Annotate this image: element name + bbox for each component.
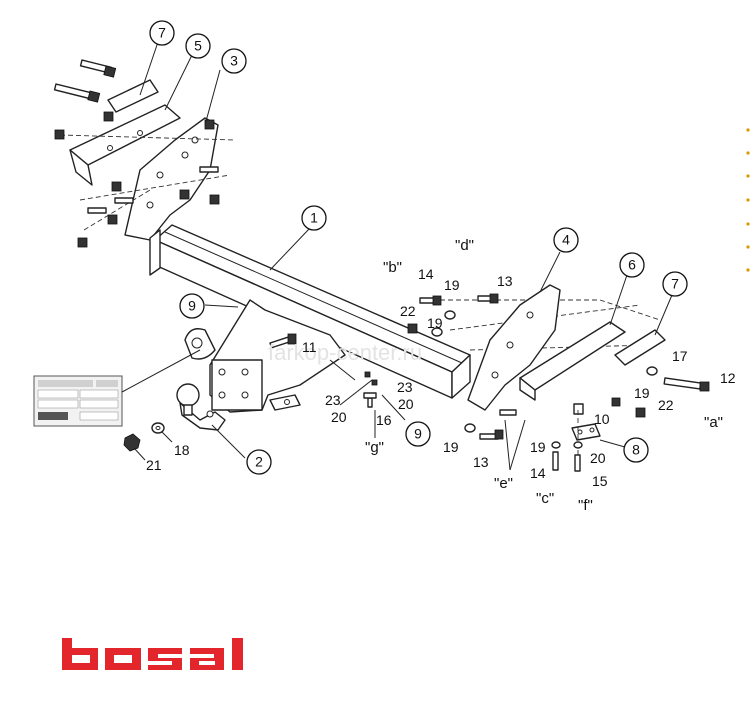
callout-7-left: 7 — [149, 20, 175, 46]
label-22: 22 — [658, 397, 674, 413]
callout-7-right: 7 — [662, 271, 688, 297]
bolt-icon — [87, 166, 219, 214]
ball-icon — [176, 383, 246, 459]
label-13: 13 — [497, 273, 513, 289]
label-19: 19 — [634, 385, 650, 401]
svg-text:7: 7 — [158, 25, 166, 41]
letter-a: "a" — [704, 414, 723, 431]
label-20: 20 — [331, 409, 347, 425]
svg-text:5: 5 — [194, 38, 202, 54]
side-plate-3 — [124, 117, 219, 241]
label-14: 14 — [418, 266, 434, 282]
letter-g: "g" — [365, 439, 384, 456]
letter-c: "c" — [536, 490, 554, 507]
letter-f: "f" — [578, 497, 593, 514]
label-15: 15 — [592, 473, 608, 489]
right-bracket-assembly — [139, 41, 710, 472]
label-16: 16 — [376, 412, 392, 428]
label-18: 18 — [174, 442, 190, 458]
small-fixings — [329, 359, 406, 438]
callout-9-left: 9 — [179, 293, 205, 319]
svg-text:1: 1 — [310, 210, 318, 226]
left-bracket-assembly — [53, 59, 236, 248]
plate-7-left — [107, 79, 159, 113]
label-19: 19 — [443, 439, 459, 455]
label-14: 14 — [530, 465, 546, 481]
label-19: 19 — [530, 439, 546, 455]
watermark: farkop-center.ru — [268, 340, 422, 365]
label-19: 19 — [427, 315, 443, 331]
callout-6: 6 — [619, 252, 645, 278]
centre-mount — [184, 299, 346, 413]
label-19: 19 — [444, 277, 460, 293]
callout-4: 4 — [553, 227, 579, 253]
svg-text:9: 9 — [188, 298, 196, 314]
callout-1: 1 — [301, 205, 327, 231]
washer-icon — [151, 422, 165, 434]
label-23: 23 — [397, 379, 413, 395]
side-plate-4 — [467, 284, 561, 411]
bosal-logo — [62, 638, 243, 670]
label-13: 13 — [473, 454, 489, 470]
label-21: 21 — [146, 457, 162, 473]
label-10: 10 — [594, 411, 610, 427]
washer-icon — [431, 310, 658, 433]
label-17: 17 — [672, 348, 688, 364]
svg-text:6: 6 — [628, 257, 636, 273]
callout-2: 2 — [246, 449, 272, 475]
label-12: 12 — [720, 370, 736, 386]
label-20: 20 — [398, 396, 414, 412]
svg-text:9: 9 — [414, 426, 422, 442]
letter-d: "d" — [455, 237, 474, 254]
svg-text:4: 4 — [562, 232, 570, 248]
callout-3: 3 — [221, 48, 247, 74]
nut-icon — [407, 323, 646, 418]
svg-text:3: 3 — [230, 53, 238, 69]
svg-text:7: 7 — [671, 276, 679, 292]
letter-e: "e" — [494, 475, 513, 492]
svg-text:2: 2 — [255, 454, 263, 470]
letter-b: "b" — [383, 259, 402, 276]
plate-icon — [33, 349, 201, 427]
callout-8: 8 — [623, 437, 649, 463]
label-20: 20 — [590, 450, 606, 466]
svg-text:8: 8 — [632, 442, 640, 458]
label-22: 22 — [400, 303, 416, 319]
plate-7-right — [614, 329, 666, 366]
label-23: 23 — [325, 392, 341, 408]
edge-dots — [746, 128, 750, 272]
label-11: 11 — [302, 339, 317, 355]
nut-icon — [123, 433, 141, 452]
callout-5: 5 — [185, 33, 211, 59]
callout-9-centre: 9 — [405, 421, 431, 447]
bolt-icon — [419, 293, 710, 440]
crossbeam-1 — [149, 224, 471, 399]
bolt-icon — [53, 59, 117, 103]
